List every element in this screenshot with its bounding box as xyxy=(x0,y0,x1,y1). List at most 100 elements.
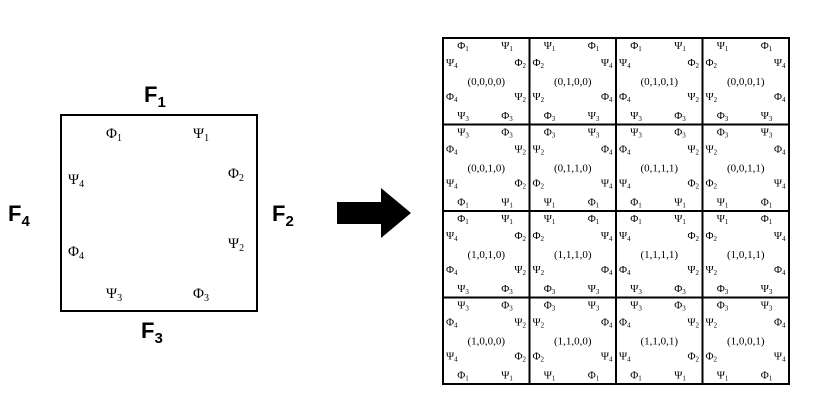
cell-symbol: Φ2 xyxy=(706,230,718,243)
cell-label: (1,1,0,0) xyxy=(554,336,592,348)
cell-symbol: Φ2 xyxy=(514,351,526,364)
cell-symbol: Ψ3 xyxy=(588,283,600,296)
cell-label: (1,1,0,1) xyxy=(640,336,678,348)
cell-symbol: Φ4 xyxy=(619,144,631,157)
cell-label: (0,1,0,1) xyxy=(640,76,678,88)
cell-symbol: Ψ4 xyxy=(601,57,613,70)
cell-symbol: Ψ2 xyxy=(514,144,526,157)
cell-symbol: Φ3 xyxy=(544,127,556,140)
cell-symbol: Φ2 xyxy=(687,178,699,191)
cell-symbol: Ψ4 xyxy=(446,351,458,364)
cell-symbol: Φ3 xyxy=(717,110,729,123)
cell-label: (1,0,1,1) xyxy=(727,249,765,261)
cell-label: (1,0,0,1) xyxy=(727,336,765,348)
cell-label: (0,1,0,0) xyxy=(554,76,592,88)
cell-label: (0,1,1,1) xyxy=(640,163,678,175)
cell-symbol: Φ1 xyxy=(761,370,773,383)
cell-symbol: Φ1 xyxy=(588,40,600,53)
cell-symbol: Φ1 xyxy=(588,213,600,226)
cell-symbol: Ψ2 xyxy=(533,144,545,157)
cell-symbol: Ψ1 xyxy=(501,197,513,210)
cell-symbol: Φ4 xyxy=(446,264,458,277)
cell-symbol: Φ2 xyxy=(533,57,545,70)
cell-symbol: Ψ3 xyxy=(588,110,600,123)
fundamental-square xyxy=(60,114,258,312)
cell-symbol: Ψ3 xyxy=(761,127,773,140)
cell-symbol: Φ2 xyxy=(533,230,545,243)
cell-symbol: Φ1 xyxy=(630,40,642,53)
cell-symbol: Ψ1 xyxy=(544,213,556,226)
cell-symbol: Ψ4 xyxy=(601,230,613,243)
square-symbol-psi1: Ψ1 xyxy=(193,126,209,144)
cell-symbol: Ψ2 xyxy=(706,144,718,157)
cell-symbol: Ψ1 xyxy=(674,213,686,226)
cell-symbol: Φ3 xyxy=(674,127,686,140)
cell-symbol: Φ2 xyxy=(687,351,699,364)
face-label-f2: F2 xyxy=(272,201,294,230)
cell-symbol: Ψ3 xyxy=(457,300,469,313)
cell-symbol: Ψ3 xyxy=(761,110,773,123)
cell-symbol: Φ4 xyxy=(601,317,613,330)
cell-symbol: Φ4 xyxy=(774,264,786,277)
cell-symbol: Φ3 xyxy=(674,110,686,123)
cell-symbol: Ψ1 xyxy=(674,40,686,53)
cell-symbol: Ψ3 xyxy=(761,300,773,313)
cell-symbol: Ψ3 xyxy=(457,283,469,296)
cell-label: (0,0,0,0) xyxy=(467,76,505,88)
cell-symbol: Φ4 xyxy=(446,91,458,104)
cell-symbol: Φ3 xyxy=(717,283,729,296)
cell-symbol: Φ2 xyxy=(514,178,526,191)
cell-symbol: Φ1 xyxy=(588,197,600,210)
cell-symbol: Ψ2 xyxy=(687,91,699,104)
square-symbol-phi1: Φ1 xyxy=(106,126,122,144)
cell-symbol: Φ3 xyxy=(544,283,556,296)
cell-symbol: Φ3 xyxy=(674,283,686,296)
cell-symbol: Φ3 xyxy=(501,127,513,140)
cell-symbol: Ψ1 xyxy=(717,213,729,226)
cell-symbol: Ψ3 xyxy=(630,110,642,123)
cell-symbol: Ψ2 xyxy=(687,144,699,157)
cell-symbol: Φ1 xyxy=(761,40,773,53)
cell-symbol: Ψ1 xyxy=(544,40,556,53)
cell-symbol: Ψ2 xyxy=(514,264,526,277)
cell-symbol: Ψ2 xyxy=(706,317,718,330)
square-symbol-phi3: Φ3 xyxy=(193,286,209,304)
cell-symbol: Φ2 xyxy=(706,351,718,364)
face-label-f1: F1 xyxy=(144,82,166,111)
cell-symbol: Φ2 xyxy=(687,230,699,243)
cell-symbol: Ψ4 xyxy=(774,230,786,243)
cell-symbol: Ψ3 xyxy=(630,300,642,313)
cell-symbol: Φ3 xyxy=(674,300,686,313)
cell-symbol: Φ1 xyxy=(588,370,600,383)
cell-symbol: Ψ3 xyxy=(630,283,642,296)
cell-symbol: Φ1 xyxy=(630,197,642,210)
cell-symbol: Ψ1 xyxy=(501,40,513,53)
cell-symbol: Ψ2 xyxy=(533,91,545,104)
cell-symbol: Ψ4 xyxy=(774,178,786,191)
cell-symbol: Ψ4 xyxy=(446,230,458,243)
cell-symbol: Φ4 xyxy=(601,264,613,277)
cell-symbol: Φ3 xyxy=(717,127,729,140)
cell-symbol: Φ1 xyxy=(457,213,469,226)
cell-symbol: Ψ4 xyxy=(774,57,786,70)
cell-symbol: Ψ1 xyxy=(501,370,513,383)
cell-symbol: Φ1 xyxy=(457,40,469,53)
cell-symbol: Ψ2 xyxy=(533,317,545,330)
face-label-f3: F3 xyxy=(141,318,163,347)
cell-symbol: Ψ1 xyxy=(674,370,686,383)
cell-symbol: Ψ4 xyxy=(774,351,786,364)
cell-symbol: Φ4 xyxy=(619,264,631,277)
cell-label: (0,0,0,1) xyxy=(727,76,765,88)
cell-symbol: Φ1 xyxy=(630,213,642,226)
cell-symbol: Ψ3 xyxy=(588,127,600,140)
cell-symbol: Φ1 xyxy=(761,197,773,210)
